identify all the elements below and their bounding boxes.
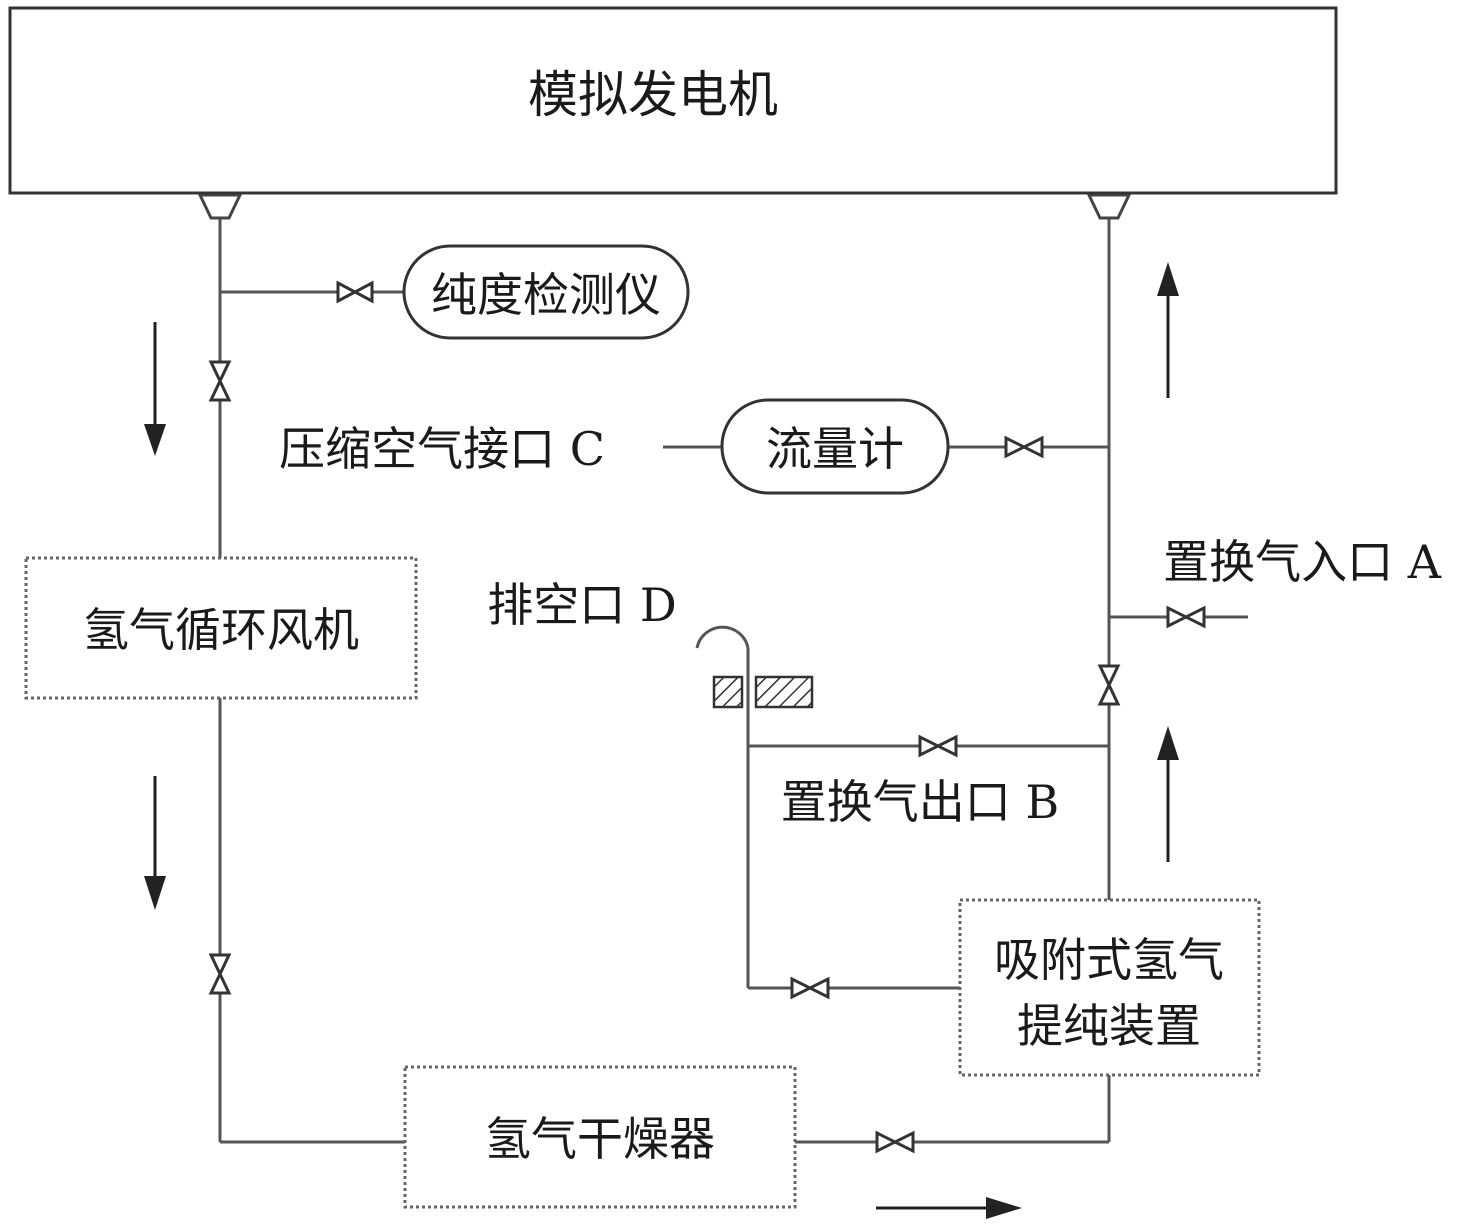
valve-dryer-outlet[interactable] xyxy=(875,1130,915,1154)
arrow-right-bottom xyxy=(876,1197,1022,1219)
dryer-label: 氢气干燥器 xyxy=(485,1112,715,1166)
replacement-inlet-label: 置换气入口 A xyxy=(1163,535,1442,589)
valve-left-lower[interactable] xyxy=(208,953,232,995)
circulation-fan-box xyxy=(24,556,418,700)
left-connector xyxy=(197,193,243,220)
arrow-down-lower xyxy=(144,776,166,910)
flow-meter-label: 流量计 xyxy=(766,422,904,476)
arrow-down-upper xyxy=(144,322,166,456)
flow-meter-box xyxy=(720,398,950,495)
generator-box xyxy=(8,6,1338,195)
valve-flow-meter[interactable] xyxy=(1004,435,1044,459)
vent-block-small xyxy=(712,675,744,709)
arrow-up-upper xyxy=(1157,262,1179,398)
valve-left-upper[interactable] xyxy=(208,360,232,402)
purity-meter-label: 纯度检测仪 xyxy=(431,268,661,322)
valve-purity-meter[interactable] xyxy=(336,280,374,304)
pipes xyxy=(218,218,1248,1144)
flow-arrows xyxy=(144,262,1179,1219)
vent-block-large xyxy=(754,675,814,709)
right-connector xyxy=(1086,193,1132,220)
vent-label: 排空口 D xyxy=(487,578,677,632)
valve-inlet-a[interactable] xyxy=(1166,605,1206,629)
valve-right-mid[interactable] xyxy=(1097,664,1121,706)
valve-vent-line[interactable] xyxy=(790,976,830,1000)
compressed-air-label: 压缩空气接口 C xyxy=(279,422,605,476)
replacement-outlet-label: 置换气出口 B xyxy=(781,775,1059,829)
purifier-label-line1: 吸附式氢气 xyxy=(994,933,1224,987)
circulation-fan-label: 氢气循环风机 xyxy=(83,603,359,657)
valves xyxy=(208,280,1206,1154)
arrow-up-lower xyxy=(1157,726,1179,862)
generator-label: 模拟发电机 xyxy=(528,66,778,124)
purifier-box xyxy=(958,898,1261,1077)
dryer-box xyxy=(403,1065,797,1209)
purity-meter-box xyxy=(402,244,690,340)
purifier-label-line2: 提纯装置 xyxy=(1017,999,1201,1053)
valve-outlet-b[interactable] xyxy=(918,734,958,758)
